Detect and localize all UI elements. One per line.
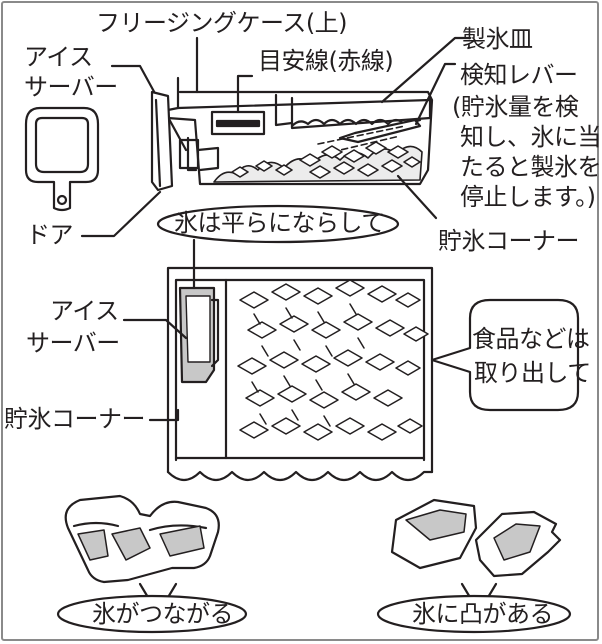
label-ice-server-line1: アイス xyxy=(24,43,93,71)
callout-bumpy-bubble xyxy=(376,594,572,634)
label-storage-corner: 貯氷コーナー xyxy=(438,227,580,255)
label-ice-server-b-line1: アイス xyxy=(50,297,119,325)
label-lever-note-4: 停止します。) xyxy=(460,183,596,211)
label-door: ドア xyxy=(26,221,74,249)
callout-joined-bubble xyxy=(56,594,248,634)
callout-remove-food-bubble xyxy=(430,298,580,412)
label-lever-note-3: たると製氷を xyxy=(460,153,602,181)
label-freezing-case: フリージングケース(上) xyxy=(96,9,348,37)
label-ice-tray: 製氷皿 xyxy=(462,25,533,53)
callout-remove-food-line1: 食品などは xyxy=(472,325,590,353)
door-shape xyxy=(150,90,174,192)
case-bottom-figure xyxy=(166,266,434,474)
ice-scoop-shape xyxy=(24,106,100,212)
label-lever-note-1: (貯氷量を検 xyxy=(452,93,579,121)
ice-tray-shape xyxy=(290,96,432,130)
callout-joined: 氷がつながる xyxy=(92,600,234,628)
label-detect-lever: 検知レバー xyxy=(460,61,578,89)
callout-flatten: 氷は平らにならして xyxy=(174,209,385,237)
label-storage-corner-b: 貯氷コーナー xyxy=(4,405,146,433)
callout-bumpy: 氷に凸がある xyxy=(412,600,554,628)
label-guide-line: 目安線(赤線) xyxy=(258,47,394,75)
callout-remove-food-line2: 取り出して xyxy=(474,359,591,387)
label-ice-server-line2: サーバー xyxy=(24,73,118,101)
joined-ice-shape xyxy=(64,494,220,584)
callout-flatten-bubble xyxy=(156,204,400,244)
label-lever-note-2: 知し、氷に当 xyxy=(460,123,602,151)
bumpy-ice-shape xyxy=(390,498,562,578)
label-ice-server-b-line2: サーバー xyxy=(26,329,120,357)
